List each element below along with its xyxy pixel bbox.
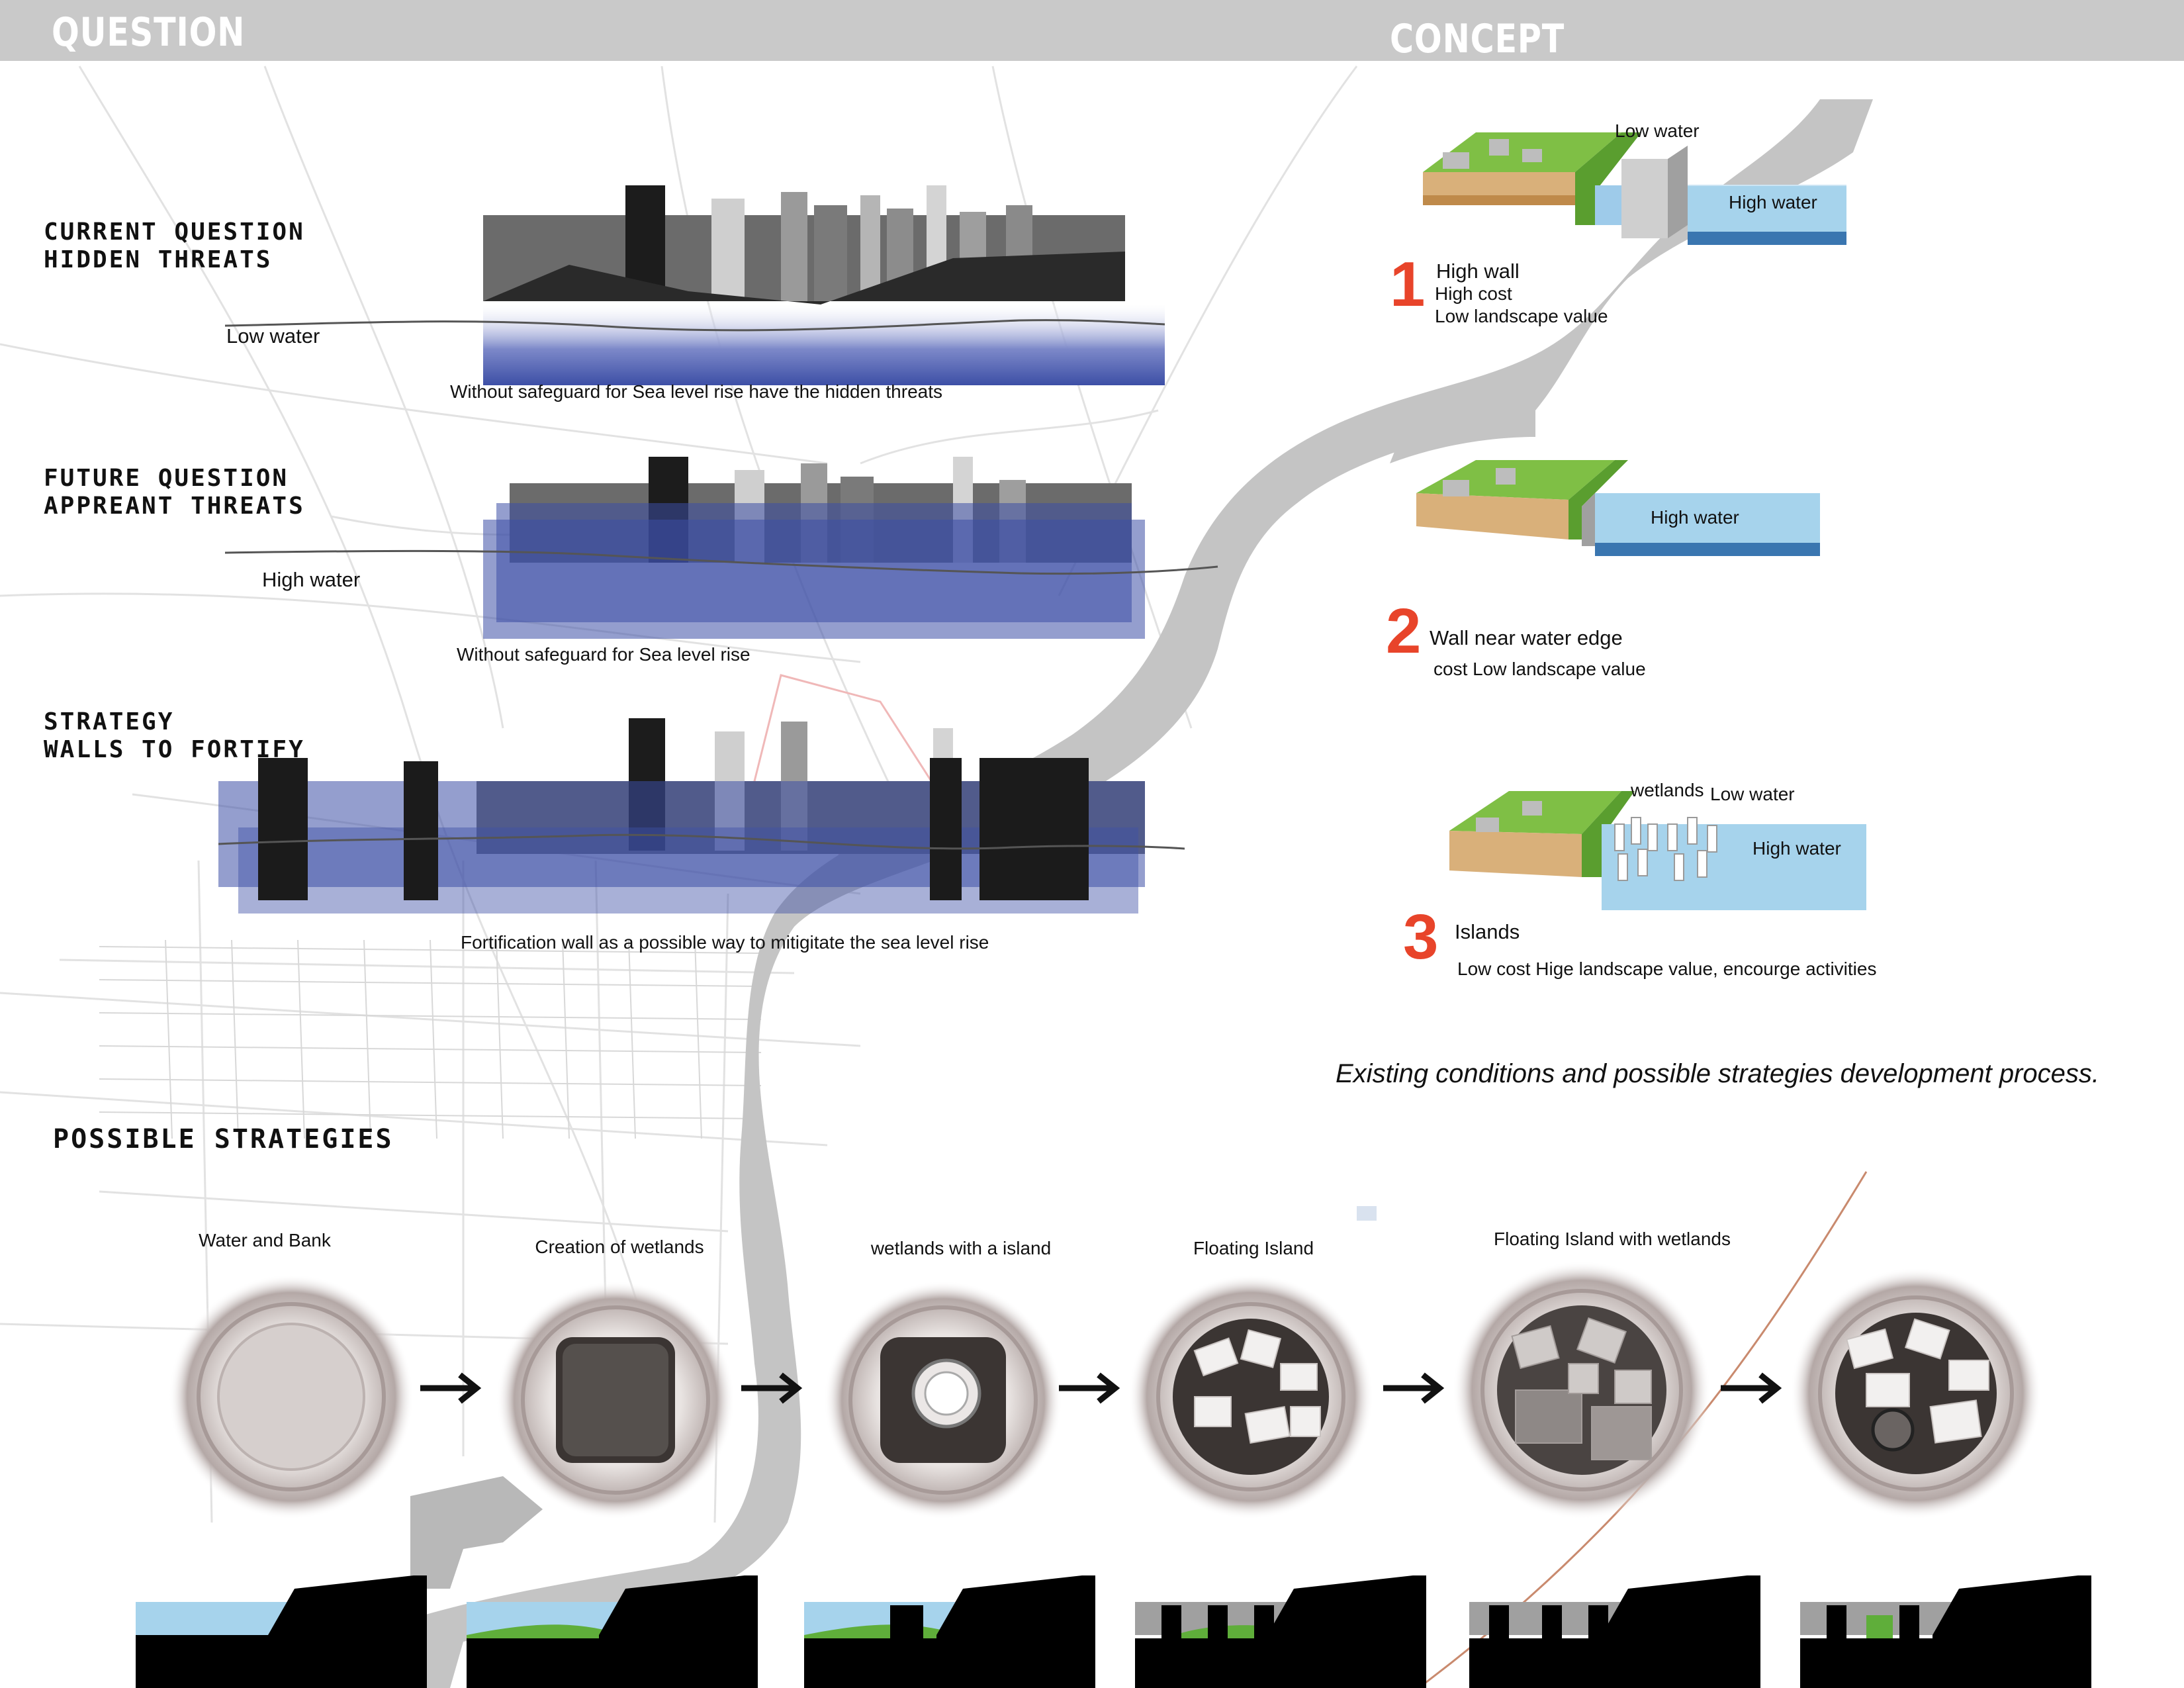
future-caption: Without safeguard for Sea level rise [457,644,751,665]
current-question-heading: CURRENT QUESTION HIDDEN THREATS [44,218,305,273]
title-bar [0,0,2184,61]
concept1-high-water: High water [1729,192,1817,212]
current-water-body [483,305,1165,385]
concept3-low-water: Low water [1710,784,1795,804]
low-water-label: Low water [226,324,320,348]
concept-block-islands [1449,791,1866,910]
strategy-caption: Fortification wall as a possible way to … [461,932,989,953]
step-label-water-bank: Water and Bank [199,1230,331,1250]
grid-streets [99,939,762,1139]
step-label-wetlands: Creation of wetlands [535,1237,704,1257]
concept3-high-water: High water [1752,838,1841,859]
fortification-walls [258,758,1089,900]
bowl-floating-wetlands [1453,1261,1711,1519]
strategies-heading: POSSIBLE STRATEGIES [53,1124,394,1154]
bowl-wetlands-island [824,1281,1062,1519]
concept-block-high-wall [1423,132,1846,245]
section-water-bank [136,1575,427,1688]
section-wetlands-island [804,1575,1095,1688]
section-floating-island [1135,1575,1426,1688]
bowl-water-bank [169,1274,414,1519]
concept3-line1: Low cost Hige landscape value, encourge … [1457,959,1877,979]
future-question-heading: FUTURE QUESTION APPREANT THREATS [44,465,305,520]
section-wetlands [467,1575,758,1688]
future-water-front [496,503,1132,622]
concept2-title: Wall near water edge [1430,626,1623,649]
step-label-wetlands-island: wetlands with a island [870,1238,1052,1258]
concept1-number: 1 [1390,249,1426,320]
concept-block-wall-near-edge [1416,460,1820,556]
current-caption: Without safeguard for Sea level rise hav… [450,381,942,402]
future-skyline-panel [225,457,1218,639]
arrow-right-icon [741,1372,803,1404]
section-floating-wetlands [1469,1575,1760,1688]
bowl-final [1790,1268,2042,1519]
future-water-line [225,549,1218,575]
current-water-line [225,319,1165,332]
arrow-right-icon [1059,1372,1120,1404]
concept-title: CONCEPT [1390,16,1565,62]
arrow-right-icon [1383,1372,1445,1404]
concept3-wetlands: wetlands [1631,780,1704,800]
bowl-floating-island [1128,1274,1373,1519]
strategy-water-line [218,833,1185,850]
concept3-title: Islands [1455,920,1520,943]
concept2-number: 2 [1386,596,1422,667]
small-map-marker [1357,1206,1377,1221]
concept2-high-water: High water [1651,507,1739,528]
arrow-right-icon [420,1372,482,1404]
current-skyline [483,185,1125,305]
step-label-floating-wetlands: Floating Island with wetlands [1494,1229,1731,1249]
bowl-wetlands [496,1281,735,1519]
concept-summary: Existing conditions and possible strateg… [1336,1059,2099,1088]
concept1-line1: High cost [1435,283,1512,304]
question-title: QUESTION [52,9,246,56]
concept3-number: 3 [1403,902,1439,972]
strategy-skyline-panel [218,718,1185,914]
current-skyline-panel [225,185,1165,385]
section-final [1800,1575,2091,1688]
step-label-floating-island: Floating Island [1193,1238,1314,1258]
concept1-line2: Low landscape value [1435,306,1608,326]
port-shape [410,1476,543,1589]
concept2-line1: cost Low landscape value [1433,659,1646,679]
river-branch [1390,404,1535,463]
concept1-low-water: Low water [1615,120,1700,141]
high-water-label: High water [262,568,361,591]
concept1-title: High wall [1436,259,1520,283]
river-shape [404,99,1873,1688]
arrow-right-icon [1721,1372,1782,1404]
